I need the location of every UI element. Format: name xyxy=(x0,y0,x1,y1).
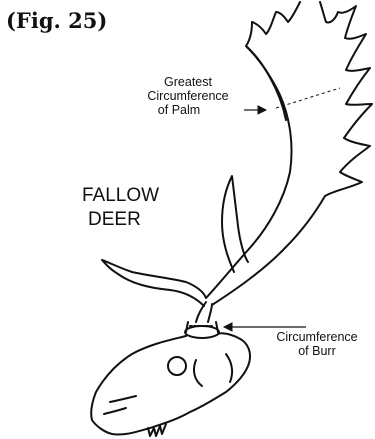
figure-label: (Fig. 25) xyxy=(6,8,107,33)
middle-tine xyxy=(222,176,248,272)
title-line-1: FALLOW xyxy=(82,184,202,208)
antler-palm-outline xyxy=(206,2,372,305)
skull-eye-socket xyxy=(168,357,186,375)
palm-inner-curve xyxy=(246,46,286,120)
palm-callout-pointer xyxy=(244,88,340,114)
title-line-2: DEER xyxy=(82,208,202,232)
palm-callout-line-3: of Palm xyxy=(132,103,244,117)
palm-callout-line-2: Circumference xyxy=(132,89,244,103)
skull-outline xyxy=(91,333,250,434)
diagram-title: FALLOW DEER xyxy=(82,184,202,232)
burr-callout-line-2: of Burr xyxy=(262,344,372,358)
burr-callout-line-1: Circumference xyxy=(262,330,372,344)
palm-callout-line-1: Greatest xyxy=(132,75,244,89)
burr-callout-label: Circumference of Burr xyxy=(262,330,372,358)
burr-ring xyxy=(185,326,219,338)
brow-tine xyxy=(102,260,206,306)
palm-callout-label: Greatest Circumference of Palm xyxy=(132,75,244,117)
